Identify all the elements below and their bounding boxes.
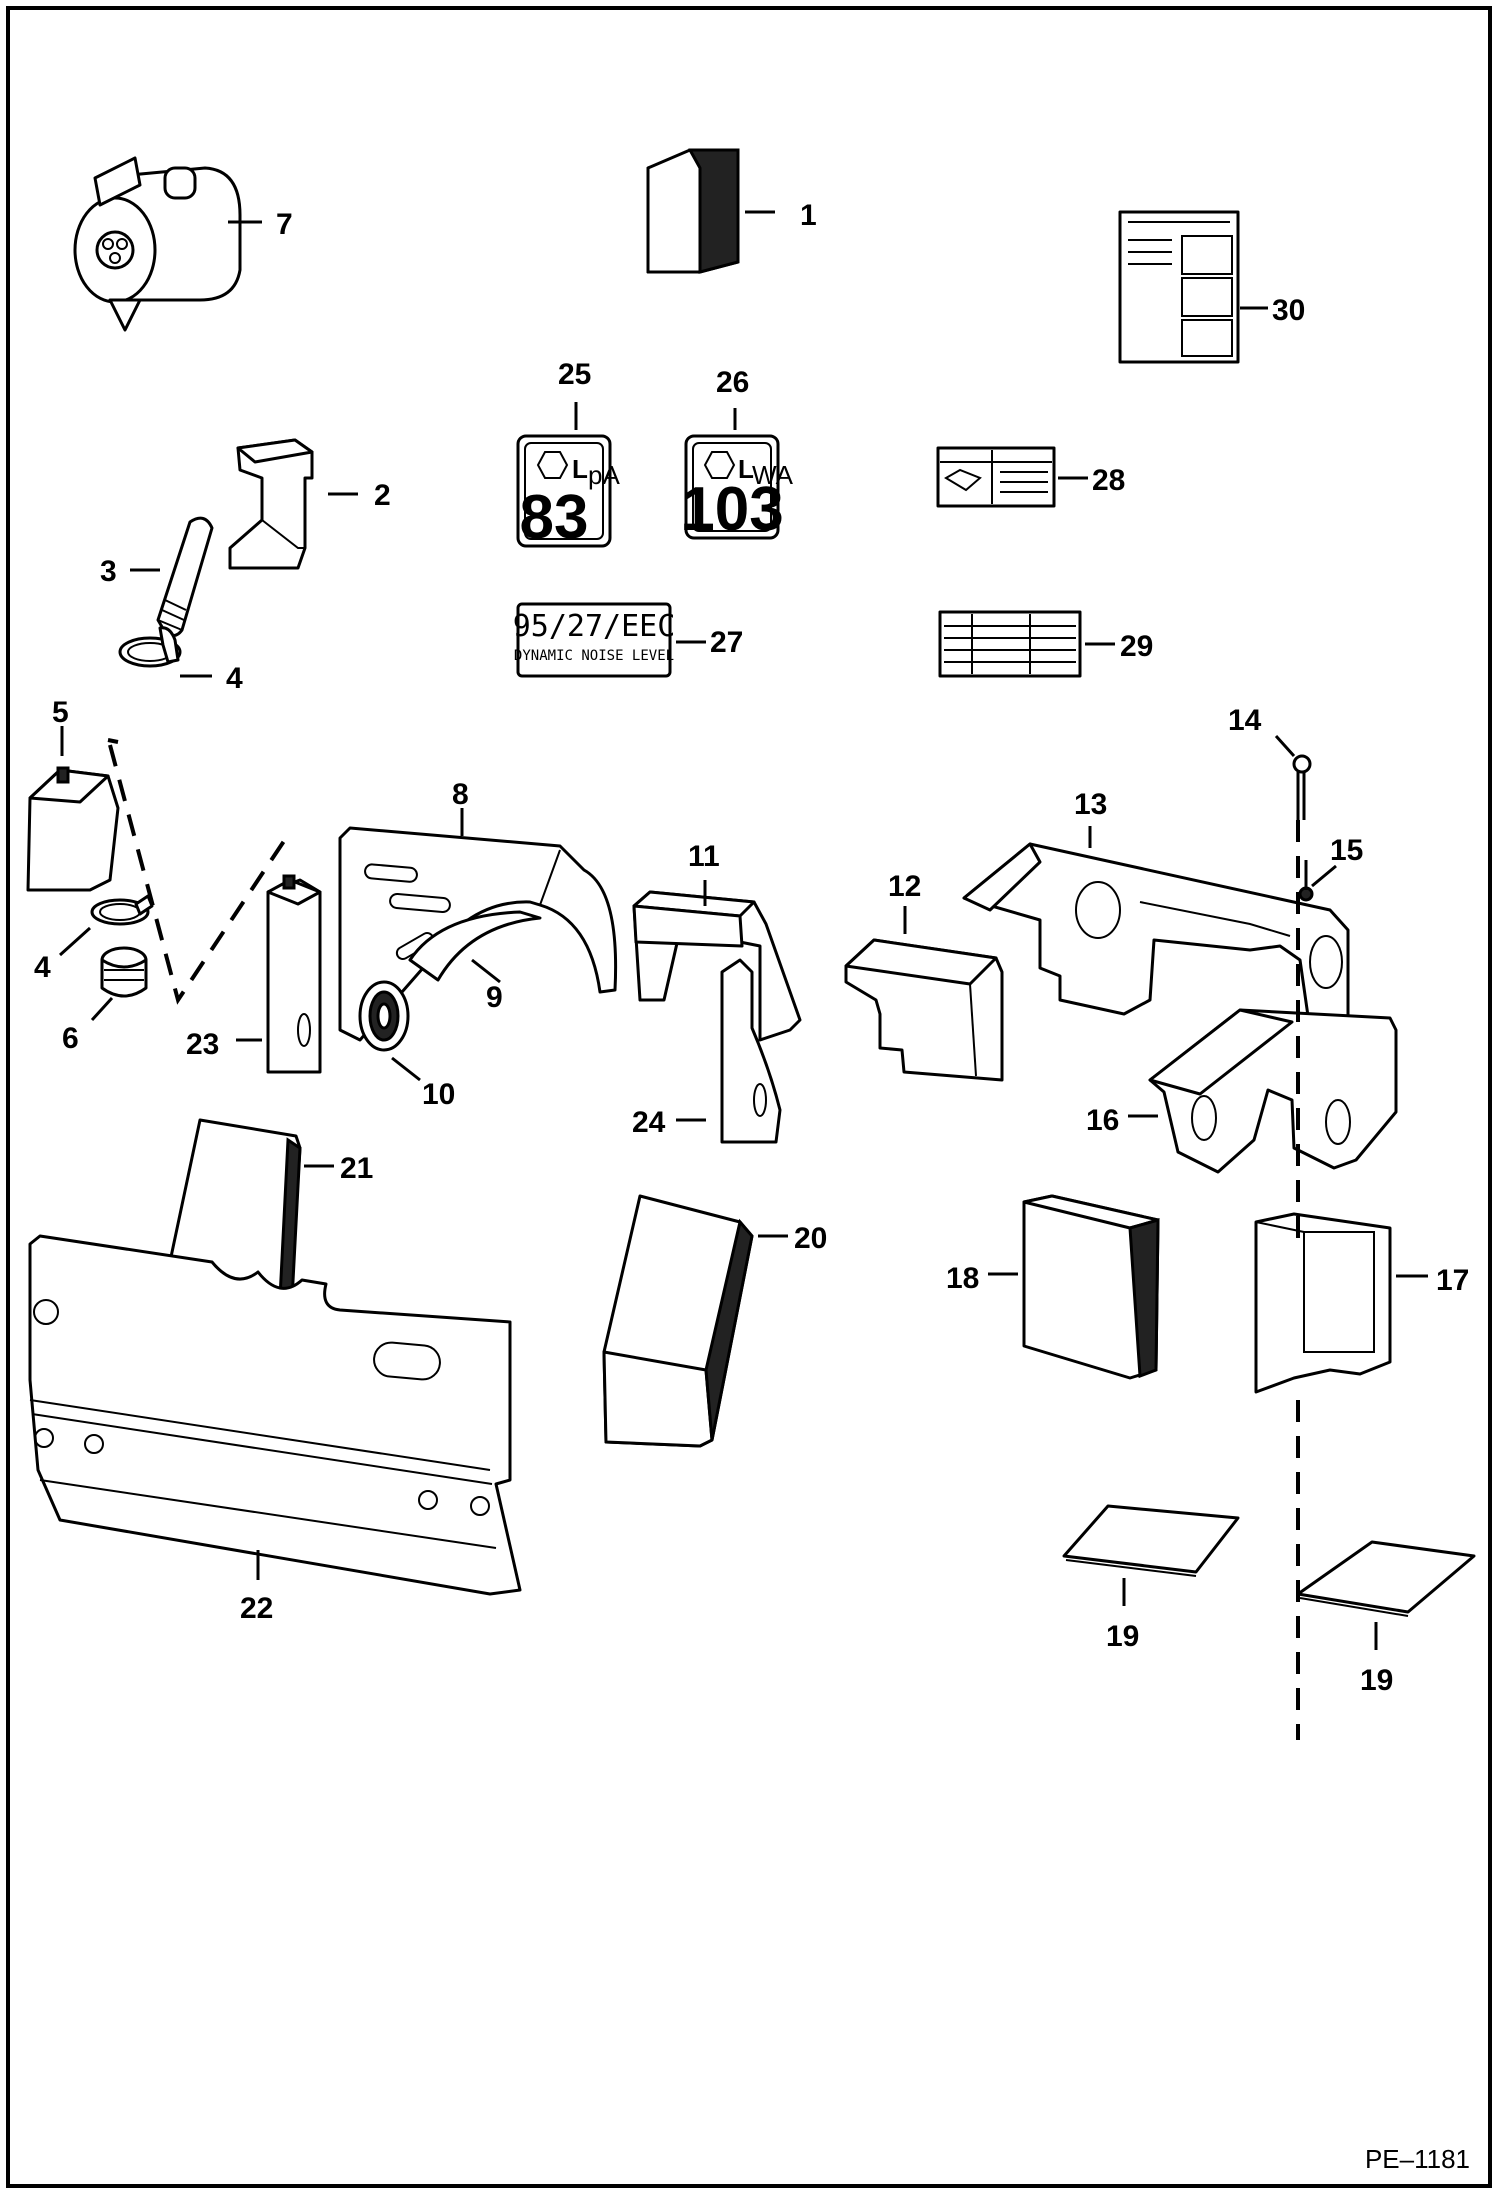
part-13-top-panel [962, 842, 1350, 1040]
part-11-upper-panel [632, 890, 802, 1042]
part-26-lwa-decal: L WA 103 [680, 434, 794, 544]
callout-24: 24 [632, 1106, 666, 1139]
callout-16: 16 [1086, 1104, 1119, 1137]
drawing-reference: PE–1181 [1365, 2144, 1470, 2174]
part-7-air-cleaner [73, 156, 242, 332]
callout-28: 28 [1092, 464, 1125, 497]
callout-22: 22 [240, 1592, 273, 1625]
callout-19-right: 19 [1360, 1664, 1393, 1697]
part-2-bracket [228, 438, 314, 570]
part-15-bolt [1298, 860, 1314, 902]
callout-13: 13 [1074, 788, 1107, 821]
part-29-information-decal [938, 610, 1082, 678]
eec-directive: 95/27/EEC [513, 609, 676, 644]
part-23-upright [266, 874, 322, 1074]
part-20-pad [602, 1194, 754, 1448]
callout-1: 1 [800, 199, 817, 232]
part-6-sleeve [100, 946, 148, 998]
part-18-pad [1022, 1194, 1160, 1380]
part-17-frame [1254, 1212, 1392, 1394]
part-16-floor-panel [1148, 1008, 1398, 1174]
callout-3: 3 [100, 555, 117, 588]
callout-25: 25 [558, 358, 591, 391]
lwa-value: 103 [680, 475, 783, 544]
callout-9: 9 [486, 981, 503, 1014]
part-4-clamp-upper [118, 626, 182, 668]
callout-27: 27 [710, 626, 743, 659]
part-30-instruction-sheet [1118, 210, 1240, 364]
callout-4-upper: 4 [226, 662, 243, 695]
part-5-cover [26, 766, 120, 892]
part-28-warning-decal [936, 446, 1056, 508]
callout-14: 14 [1228, 704, 1262, 737]
lwa-letter: L [738, 454, 754, 484]
part-19-pad-left [1062, 1504, 1240, 1577]
part-27-eec-decal: 95/27/EEC DYNAMIC NOISE LEVEL [513, 602, 676, 678]
part-14-bolt [1292, 754, 1312, 820]
callout-7: 7 [276, 208, 293, 241]
callout-19-left: 19 [1106, 1620, 1139, 1653]
part-25-lpa-decal: L pA 83 [516, 434, 620, 552]
part-10-grommet [358, 980, 410, 1052]
part-4-clamp-lower [90, 894, 154, 926]
lwa-subscript: WA [752, 460, 794, 490]
lpa-letter: L [572, 454, 588, 484]
callout-12: 12 [888, 870, 921, 903]
callout-20: 20 [794, 1222, 827, 1255]
callout-18: 18 [946, 1262, 979, 1295]
callout-26: 26 [716, 366, 749, 399]
diagram-frame [6, 6, 1492, 2188]
part-9-curved-bracket [408, 910, 542, 982]
eec-noise-level: DYNAMIC NOISE LEVEL [514, 648, 674, 664]
callout-8: 8 [452, 778, 469, 811]
callout-30: 30 [1272, 294, 1305, 327]
part-1-block [646, 148, 740, 274]
part-19-pad-right [1296, 1540, 1476, 1617]
callout-29: 29 [1120, 630, 1153, 663]
part-22-large-panel [28, 1234, 522, 1596]
callout-6: 6 [62, 1022, 79, 1055]
part-12-panel [844, 938, 1004, 1082]
callout-15: 15 [1330, 834, 1363, 867]
part-3-hose [156, 516, 214, 637]
callout-21: 21 [340, 1152, 373, 1185]
part-24-upright [720, 958, 782, 1144]
callout-4-lower: 4 [34, 951, 51, 984]
callout-10: 10 [422, 1078, 455, 1111]
callout-17: 17 [1436, 1264, 1469, 1297]
callout-2: 2 [374, 479, 391, 512]
callout-5: 5 [52, 696, 69, 729]
lpa-value: 83 [520, 483, 589, 552]
callout-23: 23 [186, 1028, 219, 1061]
callout-11: 11 [688, 840, 720, 873]
lpa-subscript: pA [588, 460, 620, 490]
